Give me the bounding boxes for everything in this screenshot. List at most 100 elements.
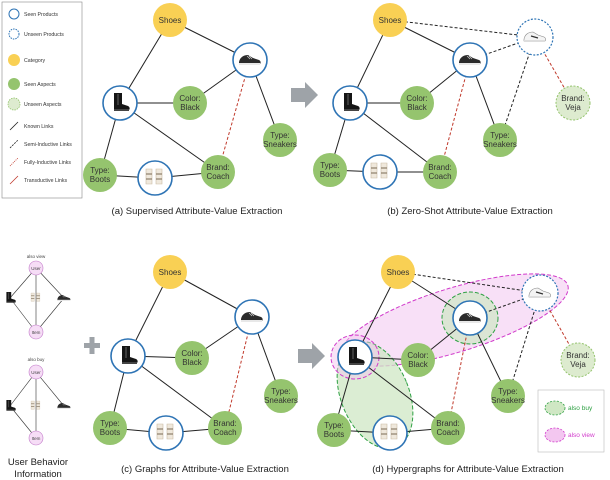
c-label-type-sneakers-1: Type: xyxy=(271,387,291,396)
b-label-brand-veja-2: Veja xyxy=(565,103,581,112)
c-label-brand-coach-2: Coach xyxy=(213,428,236,437)
legend-swatch-unseen-products xyxy=(8,28,20,40)
view-item-socks-icon xyxy=(30,292,41,302)
d-node-type-boots xyxy=(317,413,351,447)
d-product-boot xyxy=(337,339,373,375)
c-label-shoes: Shoes xyxy=(159,268,182,277)
c-label-color-black-2: Black xyxy=(182,358,203,367)
arrow-a-to-b xyxy=(291,82,318,108)
c-product-sneaker xyxy=(234,299,270,335)
c-node-color-black xyxy=(175,341,209,375)
legend-swatch-unseen-aspects xyxy=(7,97,21,111)
d-product-sneaker xyxy=(452,300,488,336)
legend: Seen Products Unseen Products Category S… xyxy=(1,1,83,199)
b-label-brand-coach-1: Brand: xyxy=(428,163,452,172)
panel-c: Shoes Color: Black Type: Sneakers Type: … xyxy=(93,255,298,475)
a-label-type-sneakers-2: Sneakers xyxy=(263,140,297,149)
legend-swatch-seen-aspects xyxy=(8,78,20,90)
hyper-legend-label-also-buy: also buy xyxy=(568,405,593,412)
a-label-brand-coach-2: Coach xyxy=(206,172,229,181)
caption-a: (a) Supervised Attribute-Value Extractio… xyxy=(112,206,283,217)
b-node-brand-veja xyxy=(555,85,591,121)
b-label-brand-veja-1: Brand: xyxy=(561,94,585,103)
d-label-brand-coach-2: Coach xyxy=(436,428,459,437)
b-product-sneaker xyxy=(452,42,488,78)
a-node-type-boots xyxy=(83,158,117,192)
c-label-type-boots-1: Type: xyxy=(100,419,120,428)
legend-swatch-transductive-links xyxy=(9,175,19,185)
d-node-type-sneakers xyxy=(491,379,525,413)
d-label-color-black-1: Color: xyxy=(407,351,428,360)
b-node-color-black xyxy=(400,86,434,120)
c-node-shoes xyxy=(153,255,187,289)
legend-swatch-seen-products xyxy=(8,8,20,20)
d-node-shoes xyxy=(381,255,415,289)
panel-d: Shoes Color: Black Type: Sneakers Type: … xyxy=(317,255,605,475)
b-node-shoes xyxy=(373,3,407,37)
c-node-type-sneakers xyxy=(264,379,298,413)
caption-b: (b) Zero-Shot Attribute-Value Extraction xyxy=(387,206,553,217)
b-label-type-boots-2: Boots xyxy=(320,170,340,179)
legend-label-semi-inductive-links: Semi-Inductive Links xyxy=(24,142,72,148)
user-behavior-label-1: User Behavior xyxy=(8,457,68,468)
b-label-type-boots-1: Type: xyxy=(320,161,340,170)
a-product-boot xyxy=(102,85,138,121)
a-label-type-boots-1: Type: xyxy=(90,166,110,175)
c-label-type-sneakers-2: Sneakers xyxy=(264,396,298,405)
b-label-color-black-2: Black xyxy=(407,103,428,112)
panel-b: Shoes Color: Black Type: Sneakers Type: … xyxy=(313,3,591,217)
b-label-type-sneakers-2: Sneakers xyxy=(483,140,517,149)
arrow-c-to-d xyxy=(298,343,325,369)
legend-label-category: Category xyxy=(24,58,45,64)
buy-item-sneaker-icon xyxy=(57,402,71,410)
hyper-legend-swatch-also-buy xyxy=(544,400,566,416)
user-behavior-label-2: Information xyxy=(14,469,62,480)
legend-label-known-links: Known Links xyxy=(24,124,54,130)
d-label-type-sneakers-1: Type: xyxy=(498,387,518,396)
also-buy-title: also buy xyxy=(28,357,46,362)
legend-label-unseen-products: Unseen Products xyxy=(24,32,64,38)
a-label-brand-coach-1: Brand: xyxy=(206,163,230,172)
a-node-type-sneakers xyxy=(263,123,297,157)
c-node-type-boots xyxy=(93,411,127,445)
d-label-type-boots-1: Type: xyxy=(324,421,344,430)
legend-label-seen-aspects: Seen Aspects xyxy=(24,82,56,88)
d-product-unseen-white-sneaker xyxy=(521,274,559,312)
a-node-brand-coach xyxy=(201,155,235,189)
a-product-socks xyxy=(137,160,173,196)
caption-d: (d) Hypergraphs for Attribute-Value Extr… xyxy=(372,464,564,475)
b-node-type-boots xyxy=(313,153,347,187)
b-product-unseen-white-sneaker xyxy=(516,18,554,56)
c-label-type-boots-2: Boots xyxy=(100,428,120,437)
c-label-color-black-1: Color: xyxy=(181,349,202,358)
d-label-brand-veja-2: Veja xyxy=(570,360,586,369)
c-product-socks xyxy=(148,415,184,451)
buy-item-label: Item xyxy=(32,436,41,441)
d-label-shoes: Shoes xyxy=(387,268,410,277)
b-node-type-sneakers xyxy=(483,123,517,157)
c-node-brand-coach xyxy=(208,411,242,445)
buy-user-node xyxy=(28,364,44,380)
panel-a: Shoes Color: Black Type: Sneakers Type: … xyxy=(83,3,297,217)
c-label-brand-coach-1: Brand: xyxy=(213,419,237,428)
d-node-color-black xyxy=(401,343,435,377)
legend-label-unseen-aspects: Unseen Aspects xyxy=(24,102,62,108)
b-node-brand-coach xyxy=(423,155,457,189)
d-node-brand-coach xyxy=(431,411,465,445)
a-node-color-black xyxy=(173,86,207,120)
view-item-boot-icon xyxy=(6,291,16,303)
buy-item-node xyxy=(28,430,44,446)
a-label-shoes: Shoes xyxy=(159,16,182,25)
legend-swatch-known-links xyxy=(9,121,19,131)
d-label-brand-veja-1: Brand: xyxy=(566,351,590,360)
d-label-type-sneakers-2: Sneakers xyxy=(491,396,525,405)
buy-item-boot-icon xyxy=(6,399,16,411)
b-product-socks xyxy=(362,154,398,190)
a-node-shoes xyxy=(153,3,187,37)
a-label-color-black-1: Color: xyxy=(179,94,200,103)
view-user-node xyxy=(28,260,44,276)
hyperedge-legend: also buy also view xyxy=(537,389,605,453)
d-label-type-boots-2: Boots xyxy=(324,430,344,439)
b-label-shoes: Shoes xyxy=(379,16,402,25)
d-label-brand-coach-1: Brand: xyxy=(436,419,460,428)
